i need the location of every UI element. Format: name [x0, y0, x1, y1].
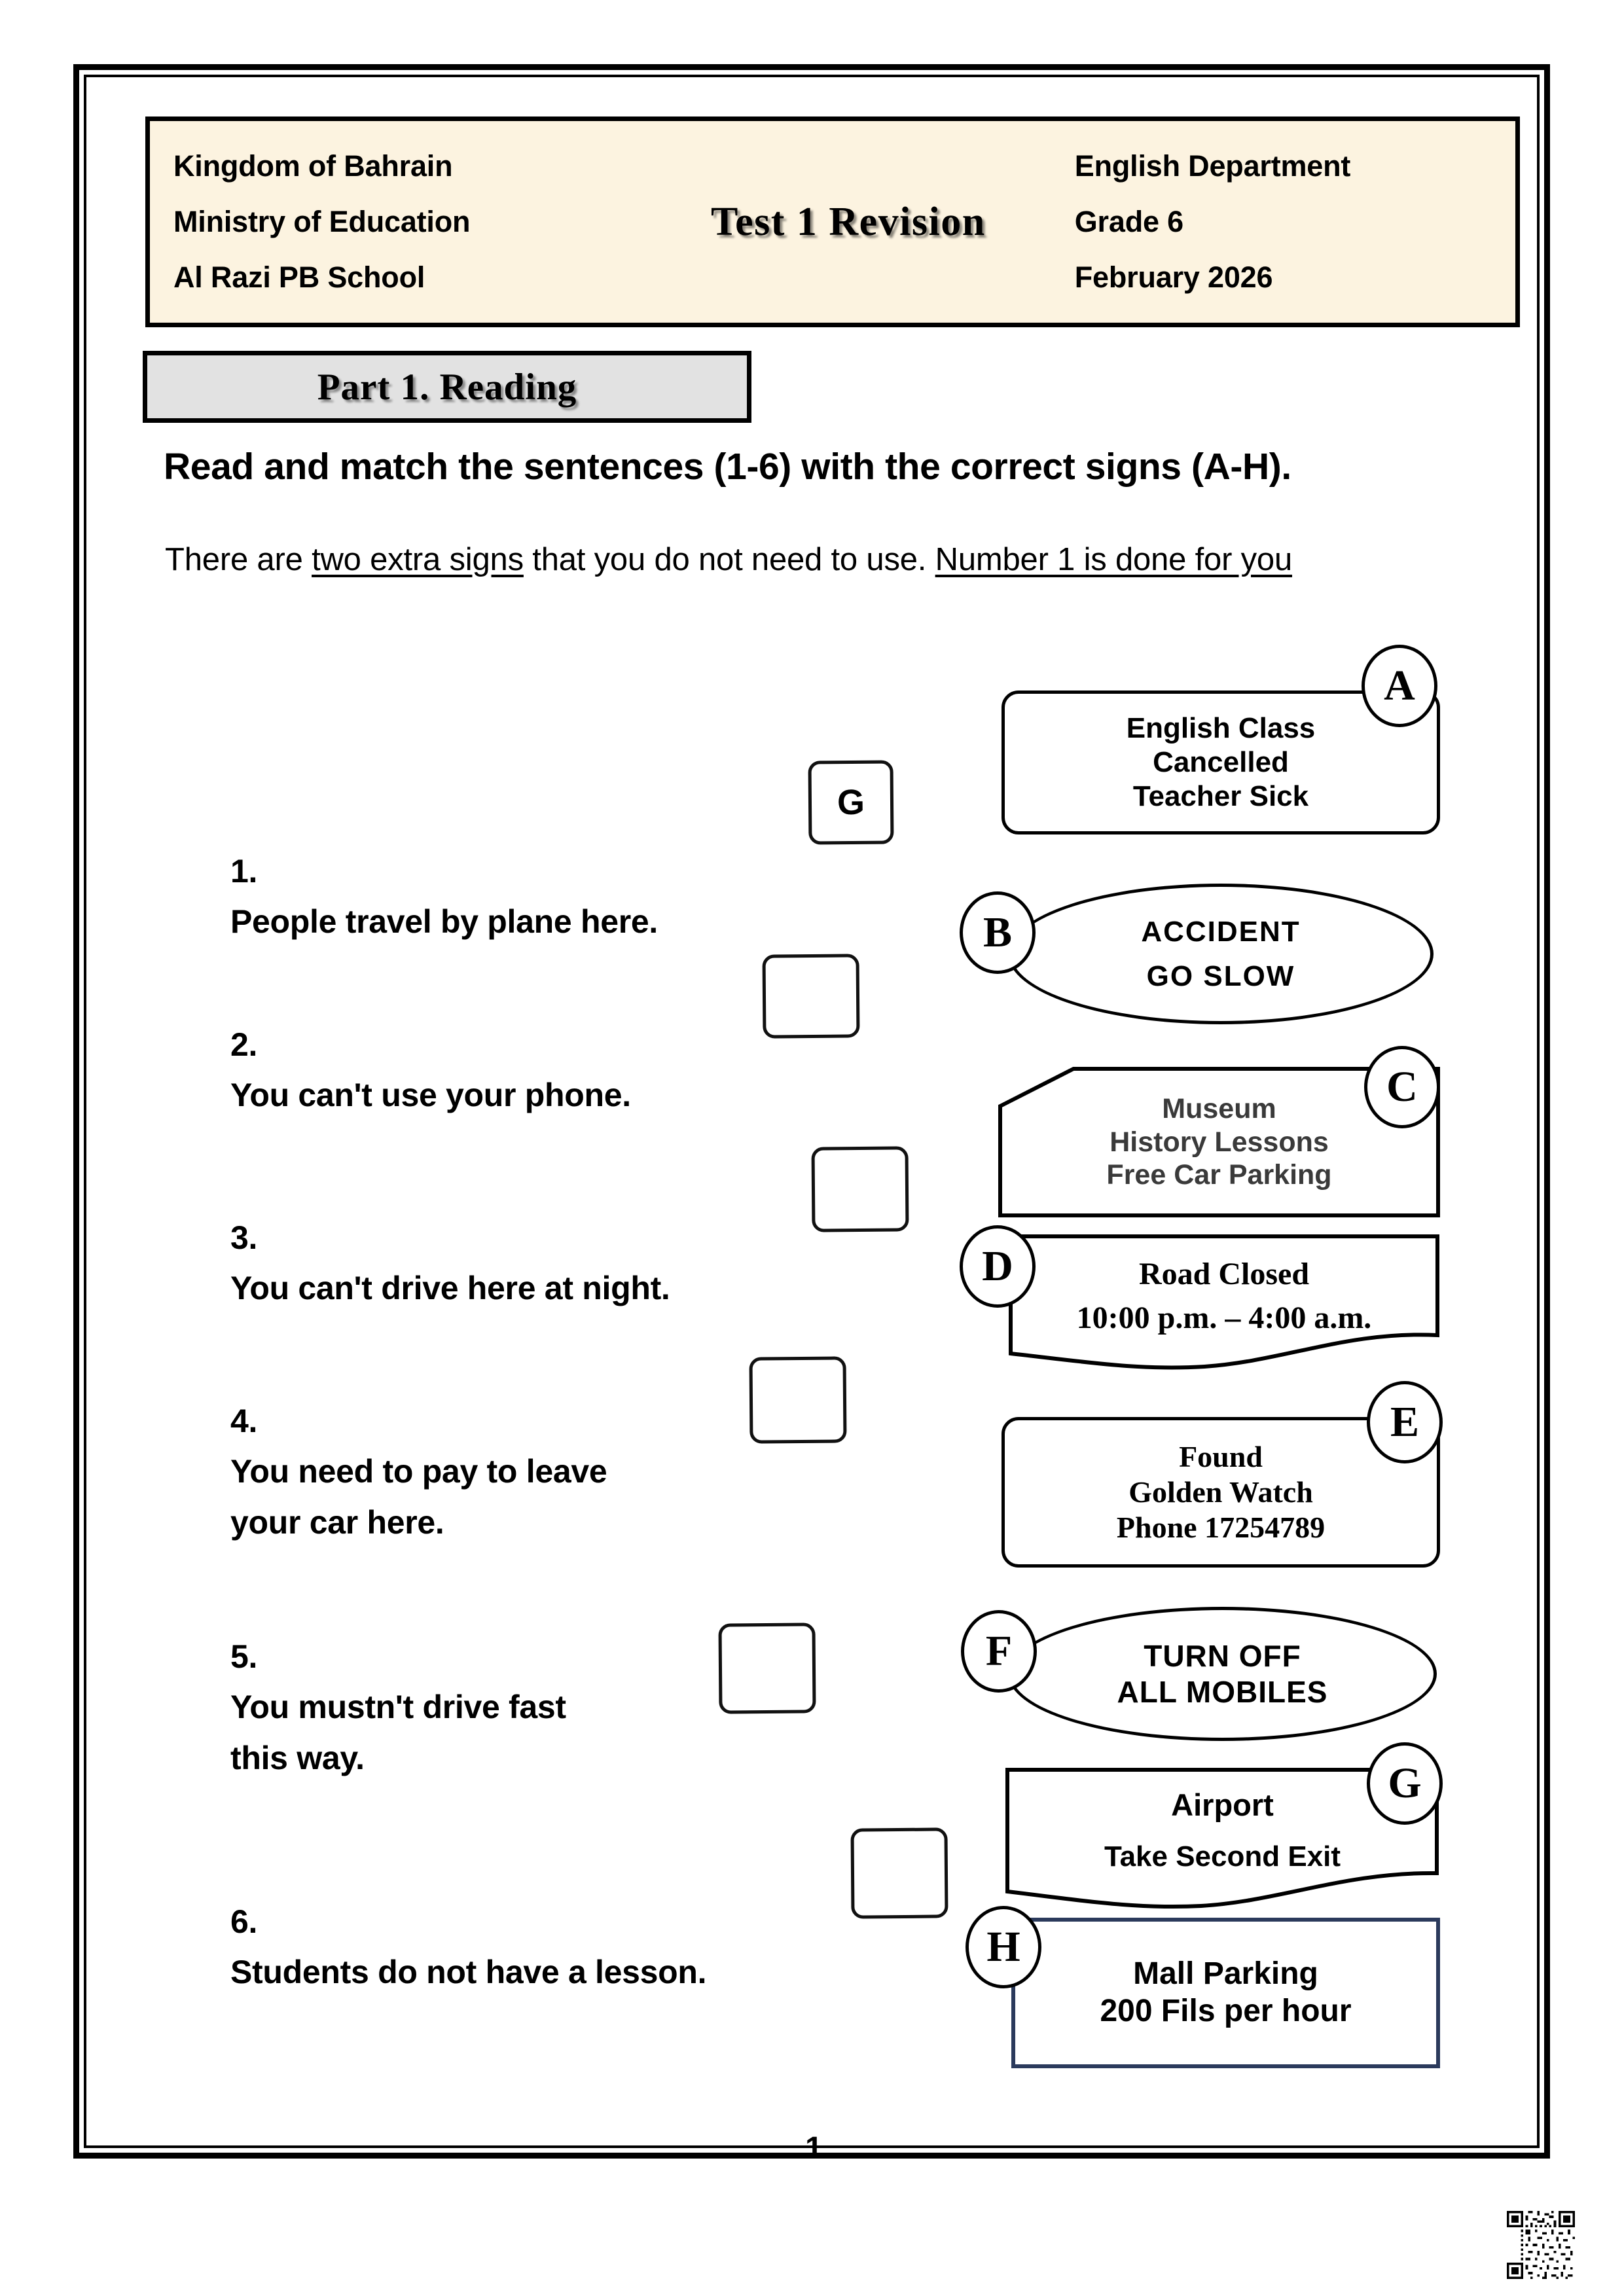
- question-6-text: Students do not have a lesson.: [230, 1954, 707, 1990]
- question-item-1: 1. People travel by plane here.: [230, 795, 820, 948]
- question-item-2: 2. You can't use your phone.: [230, 969, 820, 1121]
- page-number: 1: [805, 2131, 823, 2166]
- answer-box-6[interactable]: [850, 1827, 948, 1919]
- sign-e-line-2: Golden Watch: [1128, 1475, 1313, 1509]
- question-item-4: 4. You need to pay to leave your car her…: [230, 1345, 774, 1548]
- sign-f-badge: F: [961, 1610, 1037, 1693]
- question-3-number: 3.: [230, 1219, 258, 1256]
- sign-d-letter: D: [982, 1242, 1013, 1290]
- part-1-label: Part 1. Reading: [317, 366, 577, 408]
- instruction-part-c: that you do not need to use.: [523, 542, 935, 577]
- header-date: February 2026: [1074, 260, 1273, 295]
- sign-c-line-2: History Lessons: [1110, 1126, 1329, 1158]
- sign-a-line-3: Teacher Sick: [1132, 780, 1309, 812]
- header-school: Al Razi PB School: [173, 260, 425, 295]
- sign-a-line-1: English Class: [1126, 712, 1316, 745]
- header-grade: Grade 6: [1074, 205, 1183, 239]
- sign-e-line-3: Phone 17254789: [1116, 1511, 1326, 1545]
- sign-b-badge: B: [960, 891, 1036, 974]
- qr-code-icon: [1507, 2211, 1575, 2279]
- sign-c-letter: C: [1386, 1063, 1418, 1111]
- question-5-text: You mustn't drive fast this way.: [230, 1689, 566, 1776]
- sign-d-shape: Road Closed 10:00 p.m. – 4:00 a.m.: [1008, 1234, 1440, 1374]
- sign-h-line-2: 200 Fils per hour: [1100, 1994, 1352, 2028]
- sign-h-shape: Mall Parking 200 Fils per hour: [1011, 1918, 1440, 2068]
- instruction-part-a: There are: [165, 542, 312, 577]
- question-item-6: 6. Students do not have a lesson.: [230, 1846, 820, 1998]
- sign-g-letter: G: [1388, 1759, 1422, 1807]
- answer-box-4[interactable]: [749, 1356, 847, 1444]
- sign-e-letter: E: [1390, 1398, 1420, 1446]
- header-ministry: Ministry of Education: [173, 205, 471, 239]
- sign-e-shape: Found Golden Watch Phone 17254789: [1001, 1417, 1440, 1568]
- question-item-5: 5. You mustn't drive fast this way.: [230, 1581, 774, 1784]
- question-1-number: 1.: [230, 852, 258, 889]
- sign-f-letter: F: [985, 1627, 1013, 1675]
- sign-d-line-2: 10:00 p.m. – 4:00 a.m.: [1076, 1300, 1372, 1335]
- sign-c-badge: C: [1364, 1046, 1440, 1128]
- page-border-outer: [73, 64, 1550, 2159]
- sign-g-line-2: Take Second Exit: [1104, 1840, 1341, 1873]
- sign-b-shape: ACCIDENT GO SLOW: [1008, 884, 1434, 1024]
- sign-c-shape: Museum History Lessons Free Car Parking: [998, 1067, 1440, 1217]
- header-left-column: Kingdom of Bahrain Ministry of Education…: [150, 121, 641, 323]
- question-2-text: You can't use your phone.: [230, 1077, 631, 1113]
- question-4-text: You need to pay to leave your car here.: [230, 1453, 607, 1541]
- sign-e-line-1: Found: [1179, 1439, 1263, 1473]
- header-right-column: English Department Grade 6 February 2026: [1051, 121, 1515, 323]
- sign-d-outline: [1009, 1234, 1439, 1370]
- instruction-part-d: Number 1 is done for you: [935, 542, 1293, 577]
- question-4-number: 4.: [230, 1402, 258, 1439]
- question-3-text: You can't drive here at night.: [230, 1270, 670, 1306]
- sign-c-line-1: Museum: [1162, 1092, 1276, 1124]
- question-1-text: People travel by plane here.: [230, 903, 658, 940]
- sign-b-line-2: GO SLOW: [1146, 960, 1295, 992]
- sign-f-line-1: TURN OFF: [1144, 1639, 1301, 1674]
- sign-f-line-2: ALL MOBILES: [1117, 1674, 1328, 1709]
- document-header: Kingdom of Bahrain Ministry of Education…: [145, 117, 1520, 327]
- sign-a-letter: A: [1384, 662, 1415, 709]
- header-kingdom: Kingdom of Bahrain: [173, 149, 453, 183]
- instruction-subtext: There are two extra signs that you do no…: [165, 524, 1474, 597]
- sign-c-line-3: Free Car Parking: [1106, 1159, 1332, 1191]
- sign-g-line-1: Airport: [1171, 1787, 1274, 1822]
- question-2-number: 2.: [230, 1026, 258, 1063]
- sign-h-line-1: Mall Parking: [1133, 1956, 1318, 1992]
- sign-h-letter: H: [986, 1923, 1020, 1971]
- answer-box-5[interactable]: [718, 1623, 816, 1714]
- document-title: Test 1 Revision: [710, 199, 986, 244]
- sign-g-badge: G: [1367, 1742, 1443, 1825]
- answer-box-3[interactable]: [811, 1146, 909, 1232]
- sign-b-letter: B: [983, 908, 1013, 956]
- sign-b-line-1: ACCIDENT: [1141, 915, 1301, 948]
- sign-a-badge: A: [1362, 645, 1437, 727]
- question-6-number: 6.: [230, 1903, 258, 1940]
- sign-g-shape: Airport Take Second Exit: [1005, 1767, 1440, 1911]
- answer-box-1[interactable]: G: [808, 760, 894, 845]
- header-department: English Department: [1074, 149, 1351, 183]
- sign-g-outline: [1005, 1768, 1439, 1909]
- header-middle-column: Test 1 Revision: [641, 121, 1051, 323]
- part-1-banner: Part 1. Reading: [143, 351, 751, 423]
- instruction-heading: Read and match the sentences (1-6) with …: [164, 446, 1291, 488]
- sign-e-badge: E: [1367, 1381, 1443, 1463]
- sign-f-shape: TURN OFF ALL MOBILES: [1008, 1607, 1437, 1741]
- sign-c-outline: [998, 1067, 1440, 1217]
- sign-d-line-1: Road Closed: [1138, 1257, 1310, 1291]
- question-5-number: 5.: [230, 1638, 258, 1675]
- answer-box-1-letter: G: [837, 782, 865, 823]
- sign-a-line-2: Cancelled: [1153, 746, 1289, 779]
- question-item-3: 3. You can't drive here at night.: [230, 1162, 820, 1314]
- instruction-part-b: two extra signs: [312, 542, 524, 577]
- sign-a-shape: English Class Cancelled Teacher Sick: [1001, 691, 1440, 834]
- sign-h-badge: H: [965, 1906, 1041, 1988]
- page-border-inner: [84, 75, 1540, 2148]
- answer-box-2[interactable]: [762, 954, 860, 1039]
- sign-d-badge: D: [960, 1225, 1036, 1308]
